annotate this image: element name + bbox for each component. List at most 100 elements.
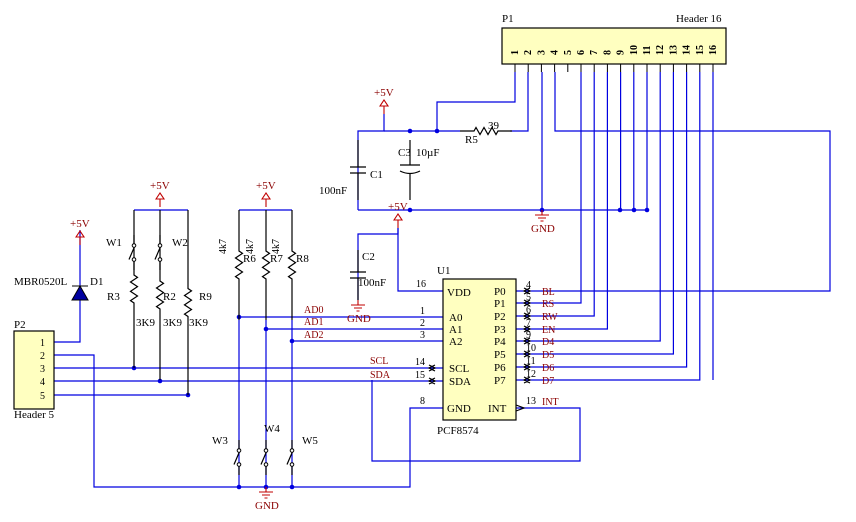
resistor-r8 — [287, 210, 297, 320]
vcc-symbol-diode — [74, 230, 86, 245]
wire-w2-branch — [155, 210, 165, 380]
header-p2-body — [13, 330, 55, 410]
p1-pin-number: 11 — [642, 46, 653, 55]
vcc-label: +5V — [374, 87, 394, 99]
net-label: AD2 — [304, 330, 323, 341]
c2-value: 100nF — [358, 277, 386, 289]
net-label: BL — [542, 287, 555, 298]
p1-pin-number: 9 — [616, 50, 627, 55]
u1-pin-name: P4 — [494, 336, 506, 348]
switch-w3-contact-top — [236, 448, 242, 453]
u1-vdd-pin: 16 — [416, 279, 426, 290]
wire-vdd — [397, 228, 443, 292]
p2-ref: P2 — [14, 319, 26, 331]
u1-bidir-arrow — [522, 350, 532, 358]
p1-title: Header 16 — [676, 13, 722, 25]
wire-bl — [516, 72, 831, 292]
p1-pin-number: 12 — [655, 45, 666, 55]
capacitor-c1 — [350, 140, 366, 200]
p2-pin-number: 2 — [40, 351, 45, 362]
vcc-label: +5V — [256, 180, 276, 192]
r2-value: 3K9 — [163, 317, 182, 329]
vcc-label: +5V — [150, 180, 170, 192]
switch-w2-contact-top — [157, 243, 163, 248]
u1-pin-number: 11 — [526, 356, 536, 367]
c1-value: 100nF — [319, 185, 347, 197]
u1-ref: U1 — [437, 265, 450, 277]
net-label: D4 — [542, 337, 554, 348]
u1-body — [442, 278, 517, 421]
p2-pin-number: 5 — [40, 391, 45, 402]
components — [13, 27, 727, 499]
p1-pin-number: 5 — [563, 50, 574, 55]
r9-value: 3K9 — [189, 317, 208, 329]
net-label-sda: SDA — [370, 370, 391, 381]
vcc-symbol-addr — [260, 192, 272, 207]
u1-pin-number: 3 — [420, 330, 425, 341]
p1-pin-number: 13 — [668, 45, 679, 55]
junction-dot — [407, 207, 413, 213]
u1-pin-name: P3 — [494, 324, 506, 336]
w4-ref: W4 — [264, 423, 280, 435]
u1-pin-number: 7 — [526, 318, 531, 329]
vcc-symbol-c1 — [378, 99, 390, 114]
w1-ref: W1 — [106, 237, 122, 249]
junction-dot — [631, 207, 637, 213]
resistor-r5 — [460, 126, 512, 136]
vcc-label: +5V — [388, 201, 408, 213]
p2-title: Header 5 — [14, 409, 55, 421]
switch-w3-contact-bottom — [236, 462, 242, 467]
net-label: RW — [542, 312, 558, 323]
net-label: D7 — [542, 376, 554, 387]
wire-data — [516, 72, 688, 368]
gnd-symbol-main — [535, 210, 549, 222]
wire-data — [516, 72, 701, 381]
r5-ref: R5 — [465, 134, 478, 146]
u1-pin-name: A2 — [449, 336, 462, 348]
r3-ref: R3 — [107, 291, 120, 303]
net-label: AD1 — [304, 317, 323, 328]
r5-value: 39 — [488, 120, 500, 132]
switch-w1-contact-top — [131, 243, 137, 248]
u1-pin-number: 2 — [420, 318, 425, 329]
wire-c2 — [357, 228, 399, 300]
switch-w5-contact-bottom — [289, 462, 295, 467]
u1-int-label: INT — [488, 403, 507, 415]
vcc-symbol-pullup — [154, 192, 166, 207]
w3-ref: W3 — [212, 435, 228, 447]
c2-ref: C2 — [362, 251, 375, 263]
wire-c1-rail — [357, 114, 385, 210]
p2-pin-number: 1 — [40, 338, 45, 349]
p1-pin-number: 14 — [682, 45, 693, 55]
vcc-symbol-vdd — [392, 213, 404, 228]
p1-pin-number: 3 — [536, 50, 547, 55]
p1-pin-number: 1 — [510, 50, 521, 55]
u1-bidir-arrow — [522, 287, 532, 295]
u1-part: PCF8574 — [437, 425, 479, 437]
u1-pin-number: 10 — [526, 343, 536, 354]
u1-pin-name: P7 — [494, 375, 506, 387]
u1-pin-number: 1 — [420, 306, 425, 317]
net-label-scl: SCL — [370, 356, 388, 367]
u1-pin-number: 4 — [526, 280, 531, 291]
switch-w5-contact-top — [289, 448, 295, 453]
r7-ref: R7 — [270, 253, 283, 265]
r6-ref: R6 — [243, 253, 256, 265]
u1-pin-number: 6 — [526, 305, 531, 316]
u1-bidir-arrow — [427, 364, 437, 372]
wire-p2-2-gnd — [54, 354, 443, 488]
wire-p1-2 — [510, 72, 529, 132]
wire-data — [516, 72, 609, 330]
d1-value: MBR0520L — [14, 276, 67, 288]
u1-bidir-arrow — [427, 377, 437, 385]
gnd-label: GND — [255, 500, 279, 512]
p1-pin-number: 10 — [629, 45, 640, 55]
u1-pin-name: A0 — [449, 312, 463, 324]
p1-pin-number: 8 — [602, 50, 613, 55]
u1-bidir-arrow — [522, 337, 532, 345]
u1-vdd-label: VDD — [447, 287, 471, 299]
junction-dot — [644, 207, 650, 213]
junction-dot — [434, 128, 440, 134]
u1-int-pin: 13 — [526, 396, 536, 407]
